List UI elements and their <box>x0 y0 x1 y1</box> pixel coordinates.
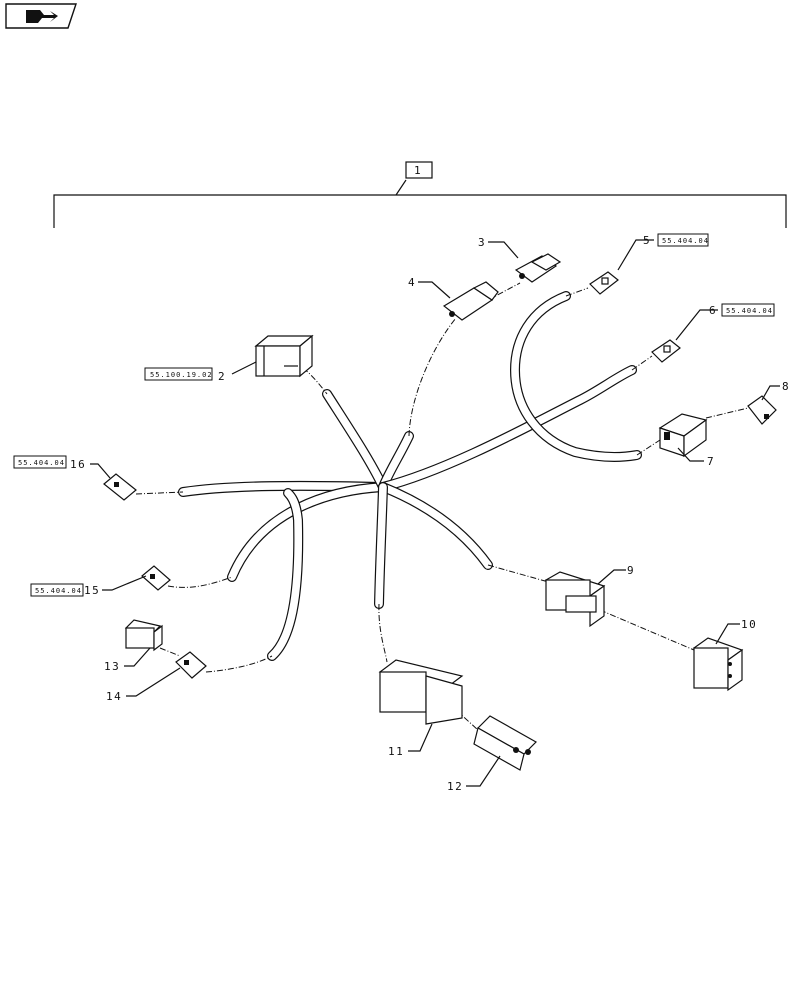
ref-5[interactable]: 55.404.04 <box>662 237 709 245</box>
connector-9 <box>544 571 606 628</box>
callout-6: 6 <box>709 304 717 317</box>
callout-8: 8 <box>782 380 790 393</box>
ref-6[interactable]: 55.404.04 <box>726 307 773 315</box>
ref-15[interactable]: 55.404.04 <box>35 587 82 595</box>
callout-5: 5 <box>643 234 651 247</box>
callout-14: 14 <box>106 690 122 703</box>
callout-7: 7 <box>707 455 715 468</box>
callout-12: 12 <box>447 780 463 793</box>
ref-2[interactable]: 55.100.19.02 <box>150 371 213 379</box>
harness-wires <box>178 291 642 661</box>
connector-2 <box>254 334 314 378</box>
callout-3: 3 <box>478 236 486 249</box>
callout-16: 16 <box>70 458 86 471</box>
callout-11: 11 <box>388 745 404 758</box>
connector-12 <box>473 715 537 771</box>
callout-leaders <box>90 239 780 787</box>
dash-leaders <box>135 282 749 731</box>
callout-4: 4 <box>408 276 416 289</box>
callout-13: 13 <box>104 660 120 673</box>
assembly-label: 1 <box>414 164 422 177</box>
connector-13 <box>124 619 163 652</box>
connector-4 <box>442 281 499 321</box>
connector-6 <box>651 339 681 363</box>
callout-15: 15 <box>84 584 100 597</box>
connector-10 <box>692 637 744 692</box>
assembly-bracket <box>53 161 787 228</box>
connector-11 <box>378 659 464 725</box>
ref-boxes <box>13 233 775 597</box>
callout-10: 10 <box>741 618 757 631</box>
connector-7 <box>658 413 708 458</box>
connector-5 <box>589 271 619 295</box>
return-arrow-icon[interactable] <box>5 3 77 29</box>
connector-3 <box>514 253 562 283</box>
callout-2: 2 <box>218 370 226 383</box>
connector-14 <box>175 651 207 679</box>
connector-16 <box>103 473 137 501</box>
ref-16[interactable]: 55.404.04 <box>18 459 65 467</box>
callout-9: 9 <box>627 564 635 577</box>
connector-8 <box>747 395 777 425</box>
connector-15 <box>141 565 171 591</box>
